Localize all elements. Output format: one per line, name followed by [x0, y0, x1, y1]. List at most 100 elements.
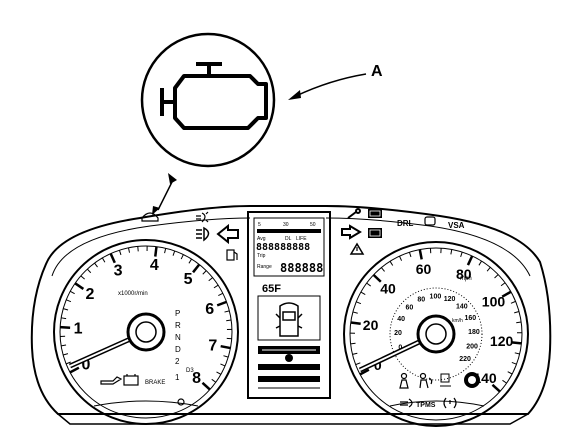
minor-tick: [356, 301, 362, 305]
minor-tick: [180, 254, 184, 260]
gauge-mark-b: 30: [283, 222, 289, 228]
major-tick: [109, 253, 116, 264]
minor-tick: [216, 371, 222, 375]
cluster-housing: [30, 205, 552, 425]
warning-triangle-icon: [349, 242, 365, 255]
minor-tick: [355, 362, 361, 366]
minor-tick: [502, 379, 507, 384]
minor-tick: [211, 378, 217, 383]
right-upper-indicators: DRL VSA: [341, 208, 465, 255]
gear-1: 1: [175, 373, 180, 382]
center-display-frame: [247, 211, 331, 399]
odometer-readout: 888888: [280, 261, 323, 275]
dial-numeral: 120: [444, 296, 456, 303]
battery-icon: [123, 374, 139, 386]
right-turn-signal-icon: [341, 224, 362, 240]
dial-numeral: 2: [86, 286, 95, 303]
callout-circle: [140, 32, 276, 168]
maintenance-lamp: [368, 209, 382, 218]
minor-tick: [500, 282, 506, 287]
dial-numeral: 180: [468, 329, 480, 336]
security-indicator-icon: [424, 216, 436, 226]
minor-tick: [380, 267, 385, 272]
dial-numeral: 40: [380, 281, 396, 297]
gear-p: P: [175, 309, 180, 318]
high-beam-icon: [400, 398, 413, 408]
display-label-life: LIFE: [296, 236, 307, 242]
minor-tick: [164, 248, 167, 254]
status-bar-c: [258, 376, 320, 382]
minor-tick: [61, 317, 67, 320]
major-tick: [491, 383, 501, 393]
major-tick: [350, 321, 361, 326]
airbag-icon: [419, 372, 433, 389]
tachometer-inner-ring: [59, 245, 233, 419]
minor-tick: [94, 262, 98, 268]
dial-numeral: 160: [464, 315, 476, 322]
tachometer-unit: x1000r/min: [118, 291, 148, 297]
minor-tick: [218, 292, 224, 296]
dial-numeral: 80: [417, 296, 425, 303]
magnified-callout: [140, 32, 276, 215]
dial-numeral: 140: [456, 304, 468, 311]
gauge-mark-c: 50: [310, 222, 316, 228]
major-tick: [74, 282, 85, 290]
minor-tick: [516, 321, 522, 324]
minor-tick: [62, 353, 69, 356]
dial-numeral: 3: [114, 263, 123, 280]
dial-numeral: 20: [363, 317, 379, 333]
gear-d: D: [175, 345, 181, 354]
minor-tick: [223, 355, 229, 358]
outside-temp: 65F: [262, 283, 281, 295]
minor-tick: [360, 291, 366, 295]
drl-indicator: DRL: [397, 219, 414, 228]
major-tick: [359, 368, 370, 376]
major-tick: [216, 300, 227, 307]
dial-numeral: 4: [150, 257, 159, 274]
major-tick: [466, 255, 474, 266]
minor-tick: [226, 319, 232, 322]
tpms-warning-icon: [443, 397, 457, 409]
dial-numeral: 0: [398, 344, 402, 351]
multi-info-display: [253, 217, 325, 277]
status-bar-b: [258, 364, 320, 370]
dial-numeral: 60: [416, 261, 432, 277]
display-label-avg: Avg: [257, 236, 266, 242]
major-tick: [220, 344, 231, 350]
major-tick: [501, 290, 512, 298]
major-tick: [192, 263, 201, 274]
gear-d3: D3: [186, 368, 194, 374]
minor-tick: [486, 266, 491, 272]
dial-numeral: 100: [482, 293, 506, 309]
minor-tick: [101, 257, 106, 263]
immobilizer-lamp: [368, 228, 382, 238]
minor-tick: [127, 247, 130, 253]
display-label-range: Range: [257, 264, 272, 270]
speedometer-inner-ring: [349, 247, 523, 421]
minor-tick: [61, 344, 67, 347]
dial-numeral: 0: [374, 357, 382, 373]
dial-numeral: 8: [192, 370, 201, 387]
dial-numeral: 100: [430, 293, 442, 300]
gear-indicator: P R N D 2 1 D3: [175, 309, 194, 382]
major-tick: [69, 366, 80, 374]
minor-tick: [172, 250, 176, 256]
fuel-pump-icon: [226, 249, 238, 261]
minor-tick: [514, 311, 520, 314]
headlight-indicator-icon: [196, 211, 209, 223]
left-turn-signal-icon: [216, 223, 239, 245]
minor-tick: [478, 260, 482, 266]
oil-pressure-icon: [100, 376, 123, 385]
major-tick: [511, 341, 522, 345]
label-a-callout: A: [288, 63, 383, 100]
display-digits-row: 888888888: [256, 242, 310, 253]
minor-tick: [350, 342, 356, 345]
minor-tick: [63, 308, 69, 311]
minor-tick: [65, 361, 71, 365]
speedometer-bezel: [343, 241, 529, 427]
callout-pointer-head: [152, 206, 160, 215]
minor-tick: [460, 251, 463, 257]
